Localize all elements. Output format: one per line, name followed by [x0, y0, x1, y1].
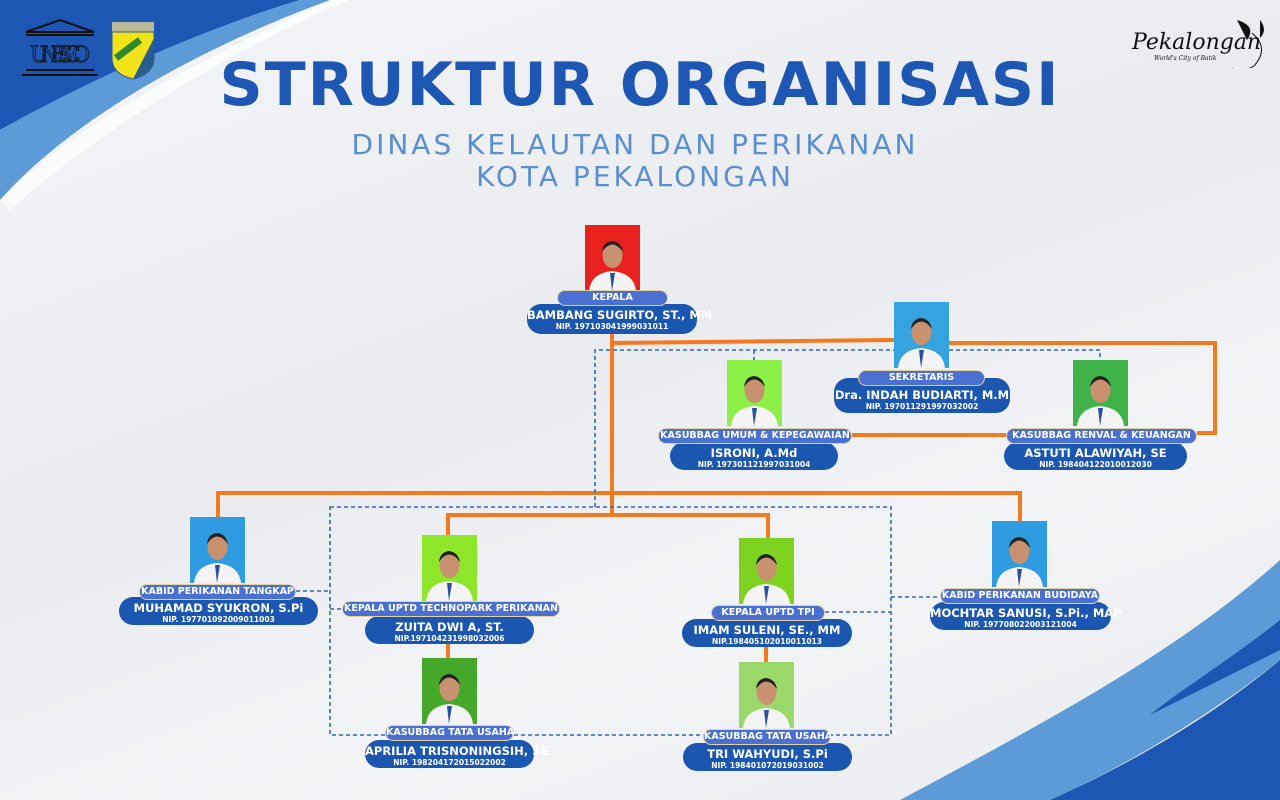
person-nip: NIP. 197301121997031004: [697, 460, 811, 469]
person-name: MUHAMAD SYUKRON, S.Pi: [133, 601, 304, 615]
person-photo: [727, 360, 782, 426]
person-photo: [992, 521, 1047, 587]
person-name: ISRONI, A.Md: [710, 446, 798, 460]
person-photo: [1073, 360, 1128, 426]
name-plate: ASTUTI ALAWIYAH, SE NIP. 198404122010012…: [1004, 442, 1187, 470]
person-nip: NIP. 198401072019031002: [711, 761, 824, 770]
person-nip: NIP. 197701092009011003: [162, 615, 275, 624]
dashed-connectors: [296, 349, 1101, 736]
subtitle-agency: DINAS KELAUTAN DAN PERIKANAN: [351, 128, 919, 161]
position-title: KASUBBAG RENVAL & KEUANGAN: [1006, 428, 1197, 444]
person-nip: NIP.197104231998032006: [394, 634, 505, 643]
name-plate: MOCHTAR SANUSI, S.Pi., MAP NIP. 19770802…: [930, 602, 1122, 630]
person-nip: NIP. 197103041999031011: [555, 322, 669, 331]
position-title: KASUBBAG TATA USAHA: [703, 729, 832, 745]
person-photo: [739, 538, 794, 604]
position-title: KEPALA UPTD TPI: [711, 605, 825, 621]
person-photo: [739, 662, 794, 728]
person-name: IMAM SULENI, SE., MM: [693, 623, 841, 637]
person-photo: [422, 658, 477, 724]
name-plate: TRI WAHYUDI, S.Pi NIP. 19840107201903100…: [683, 743, 852, 771]
person-nip: NIP. 197708022003121004: [964, 620, 1077, 629]
person-name: TRI WAHYUDI, S.Pi: [707, 747, 828, 761]
person-name: APRILIA TRISNONINGSIH, SE: [365, 744, 549, 758]
person-name: ASTUTI ALAWIYAH, SE: [1024, 446, 1167, 460]
person-photo: [422, 535, 477, 601]
person-name: BAMBANG SUGIRTO, ST., MM: [527, 308, 713, 322]
person-photo: [585, 225, 640, 291]
person-nip: NIP. 198404122010012030: [1039, 460, 1152, 469]
page-title: STRUKTUR ORGANISASI: [219, 50, 1061, 120]
person-name: MOCHTAR SANUSI, S.Pi., MAP: [930, 606, 1122, 620]
position-title: KEPALA: [557, 290, 668, 306]
city-crest-logo: [110, 18, 156, 80]
subtitle-city: KOTA PEKALONGAN: [476, 160, 794, 193]
person-name: Dra. INDAH BUDIARTI, M.M: [834, 388, 1010, 402]
position-title: KEPALA UPTD TECHNOPARK PERIKANAN: [342, 601, 560, 617]
name-plate: BAMBANG SUGIRTO, ST., MM NIP. 1971030419…: [527, 304, 713, 334]
position-title: KABID PERIKANAN BUDIDAYA: [940, 588, 1100, 604]
position-title: KASUBBAG UMUM & KEPEGAWAIAN: [658, 428, 852, 444]
person-nip: NIP.198405102010011013: [712, 637, 822, 646]
person-nip: NIP. 197011291997032002: [865, 402, 979, 411]
solid-connectors: [216, 333, 1217, 662]
name-plate: MUHAMAD SYUKRON, S.Pi NIP. 1977010920090…: [119, 597, 318, 625]
pekalongan-logo: Pekalongan World's City of Batik: [1132, 18, 1272, 78]
position-title: KASUBBAG TATA USAHA: [385, 725, 514, 741]
person-photo: [190, 517, 245, 583]
position-title: SEKRETARIS: [858, 370, 985, 386]
name-plate: ISRONI, A.Md NIP. 197301121997031004: [670, 442, 838, 470]
person-name: ZUITA DWI A, ST.: [395, 620, 504, 634]
name-plate: APRILIA TRISNONINGSIH, SE NIP. 198204172…: [365, 740, 549, 768]
svg-text:UNESCO: UNESCO: [30, 43, 90, 68]
name-plate: ZUITA DWI A, ST. NIP.197104231998032006: [365, 616, 534, 644]
name-plate: IMAM SULENI, SE., MM NIP.198405102010011…: [682, 619, 852, 647]
person-nip: NIP. 198204172015022002: [393, 758, 506, 767]
position-title: KABID PERIKANAN TANGKAP: [139, 584, 296, 600]
person-photo: [894, 302, 949, 368]
unesco-logo: UNESCO: [22, 18, 98, 78]
